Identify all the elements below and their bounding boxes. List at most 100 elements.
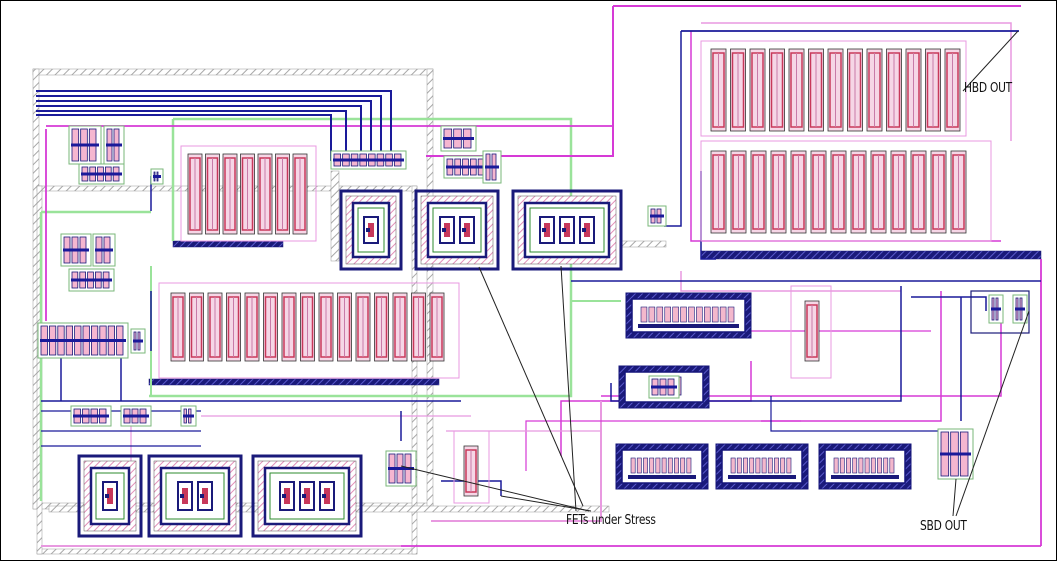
array-bot-2-finger-7	[767, 457, 773, 474]
fet-top-2-gate-1	[444, 223, 450, 237]
fet-bot-2-gate-1	[182, 488, 188, 504]
array-bot-1-finger-9	[680, 457, 686, 474]
logic-f1	[385, 450, 417, 487]
fet-bot-3-outer-ring	[251, 454, 363, 538]
fet-bot-2	[147, 454, 243, 538]
blue-bus-5	[36, 110, 347, 161]
fet-bot-3-well	[269, 472, 345, 520]
fet-top-2-contact-2	[462, 228, 466, 232]
fet-top-1-well	[357, 207, 385, 253]
mid-bank-outline	[158, 282, 460, 379]
blue-wire-12	[441, 480, 502, 496]
fets-leader-1	[400, 465, 590, 512]
fet-top-1-gate-1	[368, 223, 374, 237]
array-bot-1-finger-4	[649, 457, 655, 474]
logic-c2-strap	[133, 339, 143, 343]
blue-bus-1	[36, 90, 392, 161]
array-bot-3	[818, 443, 912, 490]
logic-e3-strap	[446, 165, 487, 169]
fet-top-1	[339, 189, 403, 271]
fet-top-3-gate-2	[564, 223, 570, 237]
blue-bus-6	[36, 114, 332, 161]
guard-ring-left-right	[426, 68, 434, 510]
upper-bank-outline	[180, 145, 317, 242]
fet-top-3-well	[529, 207, 605, 253]
logic-e4-strap	[485, 165, 499, 169]
logic-d3	[180, 405, 197, 427]
array-top	[625, 292, 752, 339]
sbd-leader-1	[952, 478, 957, 517]
fet-bot-3-gate-1	[284, 488, 290, 504]
fet-top-2-outer-ring	[414, 189, 500, 271]
sbd-pad-2-strap	[1015, 307, 1025, 311]
logic-a3-strap	[81, 172, 122, 176]
blue-wire-2	[664, 31, 682, 227]
logic-d3-strap	[183, 414, 194, 418]
sbd-out-label: SBD OUT	[920, 519, 967, 534]
array-bot-1-finger-3	[643, 457, 648, 474]
blue-wire-17	[911, 296, 987, 311]
array-bot-2-finger-6	[761, 457, 767, 474]
array-bot-2-finger-5	[755, 457, 761, 474]
fet-top-1-outer-ring	[339, 189, 403, 271]
logic-b1	[60, 233, 92, 267]
logic-h1	[150, 168, 164, 185]
logic-clusters	[37, 125, 1030, 487]
logic-d1	[70, 405, 112, 427]
guard-bar-mid	[330, 170, 340, 262]
array-bot-3-finger-6	[864, 457, 870, 474]
logic-d1-strap	[73, 414, 109, 418]
logic-g1	[647, 205, 667, 227]
logic-mid	[648, 375, 680, 399]
array-bot-1-finger-8	[674, 457, 679, 474]
fet-bot-1	[77, 454, 143, 538]
fet-bot-2-contact-1	[180, 494, 184, 498]
sbd-pad-1	[988, 294, 1004, 324]
pink-wire-1	[701, 22, 1012, 141]
fets-under-stress-label: FETs under Stress	[566, 513, 656, 528]
array-bot-1-rail	[628, 475, 696, 479]
logic-c1-strap	[40, 339, 126, 342]
fet-top-3-gate-1	[544, 223, 550, 237]
fet-bot-3	[251, 454, 363, 538]
sbd-leader-2	[955, 310, 1030, 517]
array-bot-3-rail	[831, 475, 899, 479]
guard-ring-left-inner-right	[411, 185, 418, 555]
fet-bot-1-outer-ring	[77, 454, 143, 538]
single-res-2-outline	[453, 430, 490, 504]
array-bot-3-finger-3	[846, 457, 851, 474]
metal-wires	[36, 5, 1042, 547]
blue-bus-2	[36, 95, 382, 161]
fet-bot-3-contact-1	[282, 494, 286, 498]
logic-g1-strap	[650, 214, 664, 218]
array-top-finger-12	[727, 306, 735, 323]
array-top-finger-3	[656, 306, 664, 323]
array-top-finger-7	[688, 306, 695, 323]
array-bot-1-finger-5	[655, 457, 661, 474]
array-bot-3-finger-9	[883, 457, 889, 474]
fet-top-2-inner-ring	[426, 201, 488, 259]
fet-bot-2-contact-2	[200, 494, 204, 498]
array-bot-2-finger-3	[743, 457, 748, 474]
blue-bus-4	[36, 105, 362, 161]
logic-sbd-strap	[940, 452, 971, 456]
fet-top-3-contact-1	[542, 228, 546, 232]
resistor-banks	[158, 40, 992, 504]
array-top-finger-5	[672, 306, 679, 323]
array-top-rail	[638, 324, 739, 328]
fet-top-3	[511, 189, 623, 271]
blue-wire-11	[770, 396, 941, 432]
fet-bot-2-inner-ring	[159, 466, 231, 526]
fets-leader-4	[500, 495, 592, 512]
fet-top-3-outer-ring	[511, 189, 623, 271]
logic-a1	[68, 125, 102, 165]
logic-e3	[443, 155, 490, 179]
blue-wire-10	[610, 286, 902, 402]
guard-ring-left-top	[32, 68, 434, 76]
logic-c2	[130, 328, 146, 354]
fet-top-3-contact-2	[562, 228, 566, 232]
logic-b1-strap	[63, 248, 89, 252]
logic-a1-strap	[71, 143, 99, 147]
annotation-leaders	[400, 30, 1030, 517]
